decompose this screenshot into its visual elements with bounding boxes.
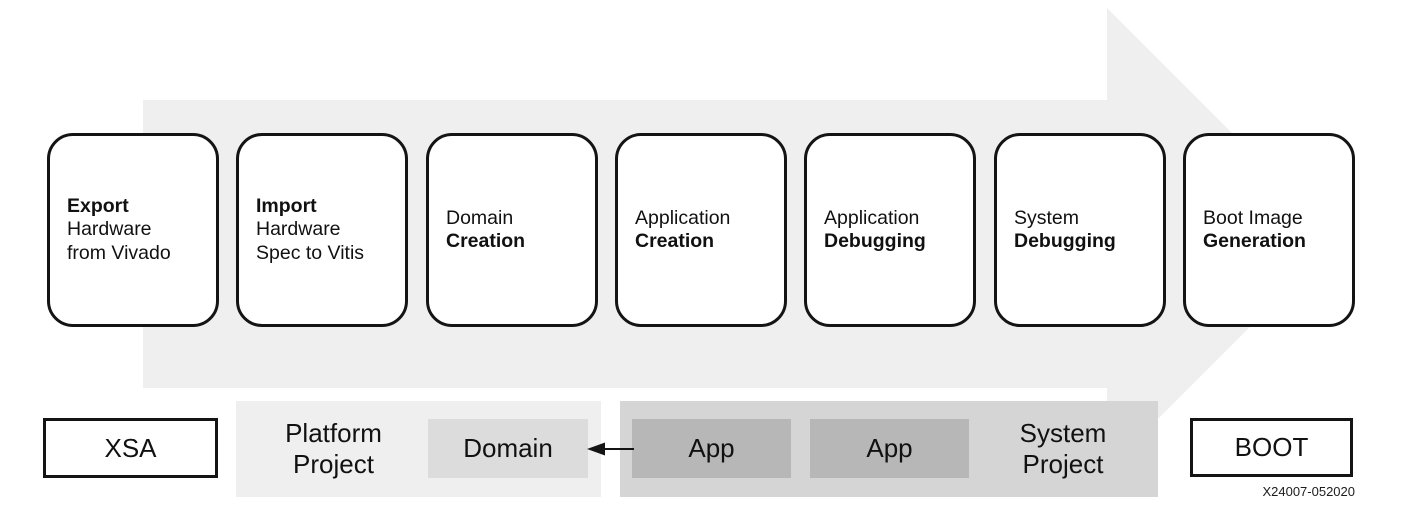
step-label-line: Domain bbox=[446, 206, 514, 229]
step-box-application-debugging: Application Debugging bbox=[804, 133, 976, 327]
platform-project-container: Platform Project Domain bbox=[236, 401, 601, 497]
step-label-line: Creation bbox=[446, 230, 526, 252]
xsa-label: XSA bbox=[104, 432, 157, 463]
xsa-file-box: XSA bbox=[43, 418, 218, 478]
boot-label: BOOT bbox=[1234, 432, 1309, 462]
figure-id: X24007-052020 bbox=[1262, 484, 1355, 499]
system-project-label: System Project bbox=[1019, 418, 1107, 479]
step-label-line: Export bbox=[67, 194, 129, 217]
step-label-line: System bbox=[1014, 206, 1080, 229]
system-project-container: App App System Project bbox=[620, 401, 1158, 497]
app-to-domain-arrow-icon bbox=[587, 442, 634, 456]
step-label-line: Application bbox=[635, 206, 731, 229]
step-label-line: Hardware bbox=[67, 218, 152, 241]
step-box-application-creation: Application Creation bbox=[615, 133, 787, 327]
app-label: App bbox=[688, 433, 735, 463]
step-label-line: Creation bbox=[635, 230, 715, 252]
step-label-line: Debugging bbox=[824, 230, 926, 252]
step-box-import-hardware: Import Hardware Spec to Vitis bbox=[236, 133, 408, 327]
step-box-export-hardware: Export Hardware from Vivado bbox=[47, 133, 219, 327]
domain-label: Domain bbox=[463, 433, 553, 463]
step-label-line: Application bbox=[824, 206, 920, 229]
step-box-system-debugging: System Debugging bbox=[994, 133, 1166, 327]
app-box: App bbox=[810, 419, 969, 478]
step-label-line: Spec to Vitis bbox=[256, 241, 365, 264]
boot-image-box: BOOT bbox=[1190, 418, 1353, 477]
step-label-line: Hardware bbox=[256, 218, 341, 241]
app-box: App bbox=[632, 419, 791, 478]
step-box-boot-image-generation: Boot Image Generation bbox=[1183, 133, 1355, 327]
step-label-line: Boot Image bbox=[1203, 206, 1303, 229]
app-label: App bbox=[866, 433, 913, 463]
platform-project-label: Platform Project bbox=[285, 418, 382, 479]
step-label-line: Generation bbox=[1203, 230, 1306, 252]
step-box-domain-creation: Domain Creation bbox=[426, 133, 598, 327]
step-label-line: Import bbox=[256, 194, 317, 217]
domain-box: Domain bbox=[428, 419, 588, 478]
step-label-line: from Vivado bbox=[67, 241, 171, 264]
step-label-line: Debugging bbox=[1014, 230, 1116, 252]
